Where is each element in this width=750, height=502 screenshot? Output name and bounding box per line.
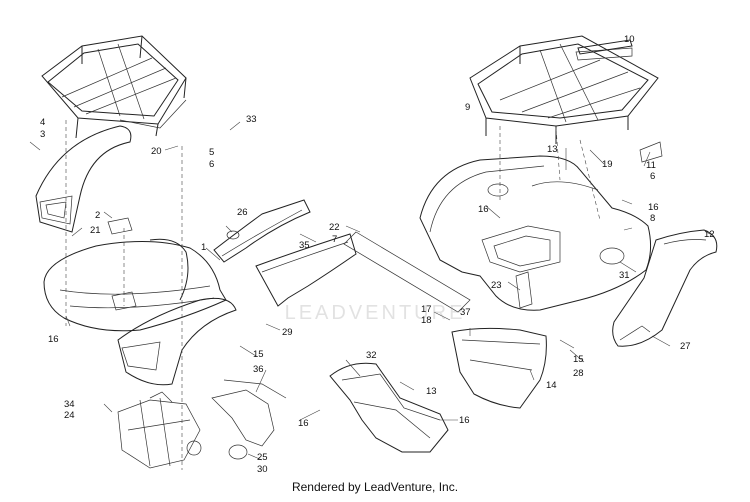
front-chassis: [117, 391, 202, 469]
callout-9: 9: [465, 102, 471, 113]
center-floor-plate: [343, 231, 471, 313]
front-fender-flare-left: [35, 125, 132, 233]
callout-6-rear: 6: [650, 171, 656, 182]
callout-7: 7: [332, 234, 338, 245]
callout-37: 37: [460, 307, 471, 318]
rear-fender-flare: [612, 229, 718, 347]
callout-3: 3: [40, 129, 46, 140]
callout-15-front: 15: [253, 349, 264, 360]
callout-15-rear: 15: [573, 354, 584, 365]
callout-2: 2: [95, 210, 101, 221]
callout-16-rear-side: 16: [648, 202, 659, 213]
callout-22: 22: [329, 222, 340, 233]
callout-13-lower: 13: [426, 386, 437, 397]
callout-33: 33: [246, 114, 257, 125]
footer-credit: Rendered by LeadVenture, Inc.: [291, 480, 459, 494]
front-fender-flare-right: [117, 297, 237, 386]
front-rack: [41, 35, 187, 139]
side-panel-left: [213, 199, 311, 263]
callout-16-front: 16: [48, 334, 59, 345]
callout-28: 28: [573, 368, 584, 379]
callout-6-front: 6: [209, 159, 215, 170]
callout-16-lower: 16: [459, 415, 470, 426]
callout-25: 25: [257, 452, 268, 463]
callout-16-rear-body: 16: [478, 204, 489, 215]
side-panel-right: [255, 233, 357, 307]
rear-mud-guard: [451, 327, 547, 409]
splash-guard-center: [329, 362, 449, 453]
rear-rack-bracket: [639, 141, 663, 163]
callout-11: 11: [646, 160, 656, 171]
callout-1: 1: [201, 242, 207, 253]
callout-34: 34: [64, 399, 75, 410]
callout-36: 36: [253, 364, 264, 375]
callout-21: 21: [90, 225, 101, 236]
callout-18: 18: [421, 315, 432, 326]
callout-16-center: 16: [298, 418, 309, 429]
callout-17: 17: [421, 304, 432, 315]
callout-35: 35: [299, 240, 310, 251]
callout-5: 5: [209, 147, 215, 158]
front-bracket: [211, 379, 287, 460]
callout-19: 19: [602, 159, 613, 170]
callout-10: 10: [624, 34, 635, 45]
callout-4: 4: [40, 117, 46, 128]
grille-insert: [107, 217, 133, 235]
callout-31: 31: [619, 270, 630, 281]
rear-rack: [469, 35, 659, 144]
callout-29: 29: [282, 327, 293, 338]
rear-body: [419, 155, 652, 311]
callout-12: 12: [704, 229, 715, 240]
callout-26: 26: [237, 207, 248, 218]
callout-8: 8: [650, 213, 656, 224]
watermark-text: LEADVENTURE: [284, 302, 466, 324]
callout-14: 14: [546, 380, 557, 391]
callout-27: 27: [680, 341, 691, 352]
callout-23: 23: [491, 280, 502, 291]
front-body-panel: [43, 238, 227, 332]
callout-30: 30: [257, 464, 268, 475]
leader-lines: [29, 120, 715, 470]
callout-13-upper: 13: [547, 144, 558, 155]
callout-20: 20: [151, 146, 162, 157]
callout-24: 24: [64, 410, 75, 421]
rear-bracket: [515, 271, 533, 309]
callout-32: 32: [366, 350, 377, 361]
rear-rack-rail: [577, 39, 633, 55]
